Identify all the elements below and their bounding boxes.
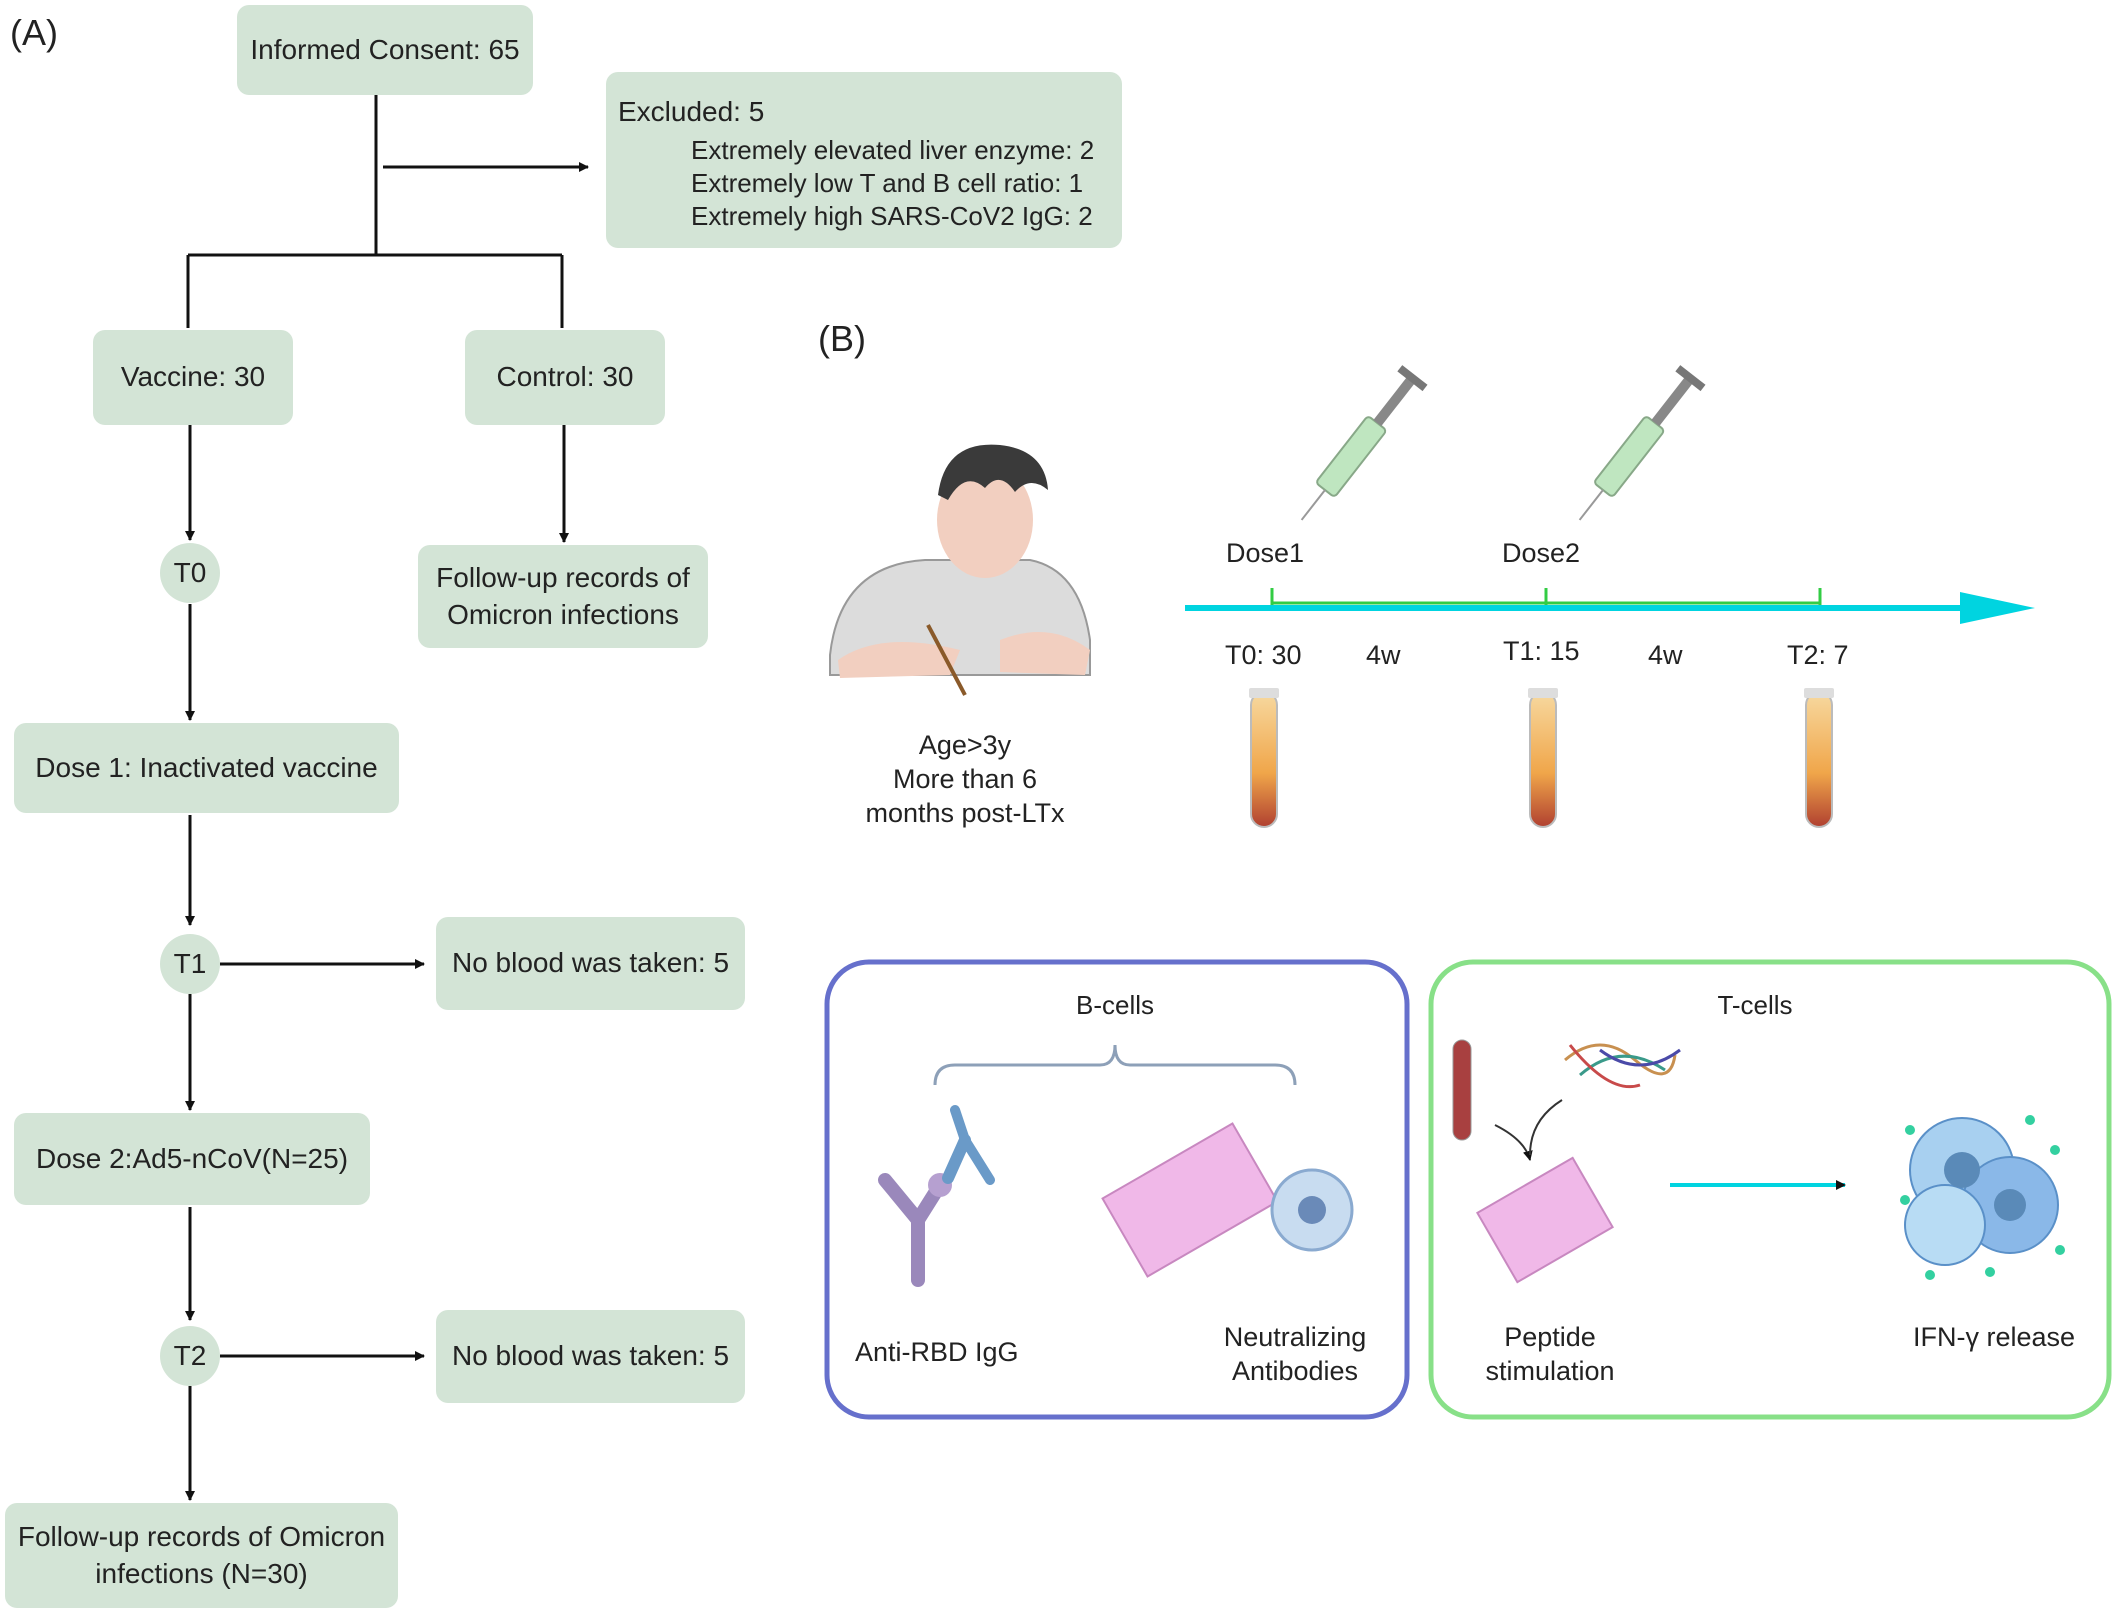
patient-criteria: Age>3y More than 6 months post-LTx: [840, 728, 1090, 830]
interval-label-2: 4w: [1648, 640, 1683, 670]
t-cells-title: T-cells: [1717, 990, 1793, 1020]
patient-criteria-line2: More than 6: [892, 764, 1038, 794]
virus-icon: [1270, 1168, 1354, 1252]
peptide-strands-icon: [1564, 1043, 1681, 1089]
blood-tube-icon-tcells: [1452, 1039, 1472, 1141]
t-cells-panel: [1428, 959, 2112, 1420]
timepoint-t0-count: T0: 30: [1225, 640, 1302, 670]
vaccine-box: Vaccine: 30: [93, 330, 293, 425]
t-cell-cluster-icon: [1900, 1115, 2065, 1280]
no-blood-t1-box: No blood was taken: 5: [436, 917, 745, 1010]
followup-control-line2: Omicron infections: [447, 598, 679, 630]
excluded-item: Extremely low T and B cell ratio: 1: [691, 168, 1084, 198]
brace-icon: [933, 1044, 1297, 1086]
flowchart-connectors: [185, 95, 589, 1501]
no-blood-t2-box: No blood was taken: 5: [436, 1310, 745, 1403]
timepoint-t2-count: T2: 7: [1787, 640, 1849, 670]
timepoint-t0: T0: [160, 543, 220, 603]
excluded-box: Excluded: 5 Extremely elevated liver enz…: [606, 72, 1122, 248]
timepoint-t1-count: T1: 15: [1503, 636, 1580, 666]
peptide-line1: Peptide: [1504, 1322, 1596, 1352]
peptide-stimulation-label: Peptide stimulation: [1465, 1320, 1635, 1388]
ifn-gamma-release-label: IFN-γ release: [1913, 1322, 2076, 1352]
arrow-blood-to-plate: [1494, 1124, 1533, 1161]
blood-tube-icon-t0: [1249, 688, 1279, 828]
consent-box: Informed Consent: 65: [237, 5, 533, 95]
timepoint-t1: T1: [160, 934, 220, 994]
antibody-icon: [878, 1105, 995, 1287]
dose2-box: Dose 2:Ad5-nCoV(N=25): [14, 1113, 370, 1205]
b-cells-panel: [824, 959, 1410, 1420]
panel-a-label: (A): [10, 12, 58, 53]
excluded-item: Extremely high SARS-CoV2 IgG: 2: [691, 201, 1093, 231]
timepoint-t2: T2: [160, 1326, 220, 1386]
panel-b-label: (B): [818, 318, 866, 359]
followup-final-line1: Follow-up records of Omicron: [17, 1521, 386, 1553]
interval-label-1: 4w: [1366, 640, 1401, 670]
followup-control-box: Follow-up records of Omicron infections: [418, 545, 708, 648]
dose1-box: Dose 1: Inactivated vaccine: [14, 723, 399, 813]
peptide-line2: stimulation: [1485, 1356, 1615, 1386]
dose2-label: Dose2: [1502, 538, 1581, 568]
control-box: Control: 30: [465, 330, 665, 425]
excluded-title: Excluded: 5: [618, 96, 765, 127]
syringe-icon-dose2: [1578, 365, 1706, 521]
followup-control-line1: Follow-up records of: [436, 562, 690, 594]
anti-rbd-igg-label: Anti-RBD IgG: [855, 1337, 1019, 1367]
dose1-label: Dose1: [1226, 538, 1305, 568]
child-patient-illustration: [829, 444, 1091, 696]
syringe-icon-dose1: [1300, 365, 1428, 521]
arrow-peptide-to-plate: [1529, 1099, 1563, 1156]
blood-tube-icon-t2: [1804, 688, 1834, 828]
patient-criteria-line3: months post-LTx: [865, 798, 1065, 828]
excluded-item: Extremely elevated liver enzyme: 2: [691, 135, 1095, 165]
neutralizing-line1: Neutralizing: [1223, 1322, 1367, 1352]
neutralizing-line2: Antibodies: [1231, 1356, 1359, 1386]
patient-criteria-line1: Age>3y: [918, 730, 1012, 760]
blood-tube-icon-t1: [1528, 688, 1558, 828]
b-cells-title: B-cells: [1075, 990, 1154, 1020]
vaccination-timeline: [1185, 588, 2035, 624]
followup-final-line2: infections (N=30): [95, 1557, 308, 1589]
microplate-icon-t: [1476, 1156, 1614, 1284]
followup-final-box: Follow-up records of Omicron infections …: [5, 1503, 398, 1608]
microplate-icon-b: [1101, 1122, 1279, 1278]
neutralizing-antibodies-label: Neutralizing Antibodies: [1210, 1320, 1380, 1388]
